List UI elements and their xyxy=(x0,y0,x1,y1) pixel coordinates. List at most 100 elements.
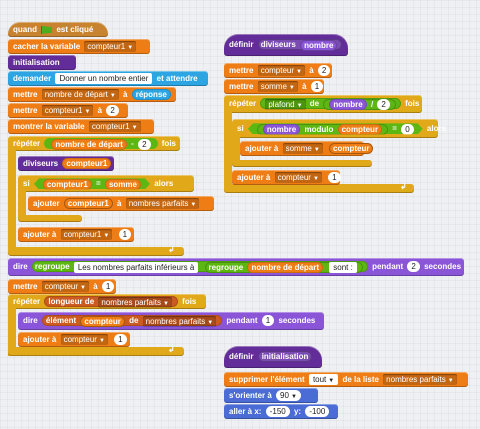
mod-operator[interactable]: nombre modulo compteur xyxy=(257,124,388,135)
start-var-reporter[interactable]: nombre de départ xyxy=(51,138,127,150)
set-sum-block[interactable]: mettre somme▼ à 1 xyxy=(224,79,324,94)
show-variable-block[interactable]: montrer la variable compteur1▼ xyxy=(8,119,154,134)
goto-y-input[interactable]: -100 xyxy=(305,406,330,418)
inc-c1-value-input[interactable]: 1 xyxy=(118,229,132,241)
add-label: ajouter xyxy=(33,199,60,208)
equals-operator[interactable]: compteur1 = somme xyxy=(34,178,150,189)
ceil-operator[interactable]: plafond▼ de nombre / 2 xyxy=(260,98,401,111)
set-cpt2-value[interactable]: 2 xyxy=(317,65,331,77)
set-cpt-value-input[interactable]: 1 xyxy=(101,281,115,293)
repeat-ceil-block[interactable]: répéter plafond▼ de nombre / 2 fois xyxy=(224,95,422,113)
dropdown-arrow-icon: ▼ xyxy=(207,319,214,326)
set-cpt2-dropdown[interactable]: compteur▼ xyxy=(257,65,305,77)
set-cpt2-block[interactable]: mettre compteur▼ à 2 xyxy=(224,63,332,78)
add-sum-block[interactable]: ajouter à somme▼ compteur xyxy=(240,141,374,156)
add-sum-dropdown[interactable]: somme▼ xyxy=(282,143,323,155)
delete-all-block[interactable]: supprimer l'élément tout▼ de la liste no… xyxy=(224,372,468,387)
goto-xy-block[interactable]: aller à x: -150 y: -100 xyxy=(224,404,338,419)
inc-c1-var-dropdown[interactable]: compteur1▼ xyxy=(60,229,113,241)
set-c1-var-dropdown[interactable]: compteur1▼ xyxy=(41,105,94,117)
set-cpt-block[interactable]: mettre compteur▼ à 1 xyxy=(8,279,116,294)
join-text2-input[interactable]: sont : xyxy=(329,262,357,274)
diviseurs-arg-reporter[interactable]: compteur1 xyxy=(62,158,112,170)
repeat2-bottom xyxy=(8,347,184,356)
item-of-list-reporter[interactable]: élément compteur de nombres parfaits▼ xyxy=(41,315,223,327)
cpt-reporter[interactable]: compteur xyxy=(338,124,382,135)
say-secs-input[interactable]: 2 xyxy=(407,261,420,273)
set-cpt-var-dropdown[interactable]: compteur▼ xyxy=(41,281,89,293)
divide-value[interactable]: 2 xyxy=(377,99,390,111)
repeat-length-block[interactable]: répéter longueur de nombres parfaits▼ fo… xyxy=(8,294,206,309)
if-mod-block[interactable]: si nombre modulo compteur = 0 alors xyxy=(232,119,446,138)
c1-reporter[interactable]: compteur1 xyxy=(43,179,92,190)
param-reporter[interactable]: nombre xyxy=(263,124,300,135)
join-outer-reporter[interactable]: regroupe Les nombres parfaits inférieurs… xyxy=(31,261,368,274)
answer-reporter[interactable]: réponse xyxy=(131,89,171,101)
inc-cpt-value-input[interactable]: 1 xyxy=(114,334,127,346)
dropdown-arrow-icon: ▼ xyxy=(131,125,138,132)
cpt-reporter[interactable]: compteur xyxy=(80,315,125,327)
somme-reporter[interactable]: somme xyxy=(105,179,141,190)
item-list-dropdown[interactable]: nombres parfaits▼ xyxy=(142,315,217,327)
math-func-dropdown[interactable]: plafond▼ xyxy=(265,98,306,110)
delete-list-dropdown[interactable]: nombres parfaits▼ xyxy=(383,374,457,386)
say2-secs-input[interactable]: 1 xyxy=(261,315,275,327)
define-diviseurs-hat[interactable]: définir diviseurs nombre xyxy=(224,34,348,56)
minus-sign: - xyxy=(131,139,134,149)
add-to-list-block[interactable]: ajouter compteur1 à nombres parfaits▼ xyxy=(28,196,214,211)
repeat-block[interactable]: répéter nombre de départ - 2 fois xyxy=(8,136,180,151)
equals-operator[interactable]: nombre modulo compteur = 0 xyxy=(248,123,423,134)
set-sum-value[interactable]: 1 xyxy=(310,81,324,93)
inc-c1-block[interactable]: ajouter à compteur1▼ 1 xyxy=(18,227,134,242)
dropdown-arrow-icon: ▼ xyxy=(312,176,319,183)
define-init-hat[interactable]: définir initialisation xyxy=(224,346,322,368)
inc-cpt-var: compteur xyxy=(63,335,97,345)
if-block[interactable]: si compteur1 = somme alors xyxy=(18,175,194,192)
param-reporter[interactable]: nombre xyxy=(300,39,338,51)
set-c1-value-input[interactable]: 2 xyxy=(106,105,119,117)
then-label: alors xyxy=(426,124,447,133)
ask-text-input[interactable]: Donner un nombre entier xyxy=(55,73,153,85)
param-reporter[interactable]: nombre xyxy=(329,99,367,111)
proc-prototype[interactable]: diviseurs nombre xyxy=(257,39,343,51)
say-join-block[interactable]: dire regroupe Les nombres parfaits infér… xyxy=(8,258,464,276)
say-item-block[interactable]: dire élément compteur de nombres parfait… xyxy=(18,312,324,330)
ask-label: demander xyxy=(13,74,52,83)
proc-name[interactable]: initialisation xyxy=(257,351,313,363)
goto-x-input[interactable]: -150 xyxy=(265,406,290,418)
show-var-dropdown[interactable]: compteur1▼ xyxy=(88,121,141,133)
repeat-div-arm xyxy=(224,112,232,190)
c1-reporter[interactable]: compteur1 xyxy=(63,198,113,210)
inc-cpt-block[interactable]: ajouter à compteur▼ 1 xyxy=(18,332,130,347)
divide-operator[interactable]: nombre / 2 xyxy=(323,98,396,111)
set-start-block[interactable]: mettre nombre de départ▼ à réponse xyxy=(8,87,176,102)
init-call-block[interactable]: initialisation xyxy=(8,55,76,70)
list-dropdown[interactable]: nombres parfaits▼ xyxy=(125,198,200,210)
delete-which-dropdown[interactable]: tout▼ xyxy=(308,374,339,386)
inc-cpt2-block[interactable]: ajouter à compteur▼ 1 xyxy=(232,170,341,185)
equals-value[interactable]: 0 xyxy=(401,124,413,135)
join-inner-reporter[interactable]: regroupe nombre de départ sont : xyxy=(204,261,363,274)
inc-cpt2-value[interactable]: 1 xyxy=(328,172,341,184)
length-list-dropdown[interactable]: nombres parfaits▼ xyxy=(98,296,172,308)
set-c1-block[interactable]: mettre compteur1▼ à 2 xyxy=(8,103,128,118)
minus-value-input[interactable]: 2 xyxy=(138,138,151,150)
ask-block[interactable]: demander Donner un nombre entier et atte… xyxy=(8,71,208,86)
point-direction-block[interactable]: s'orienter à 90▼ xyxy=(224,388,318,403)
cpt-reporter[interactable]: compteur xyxy=(329,143,374,155)
when-flag-clicked-hat[interactable]: quand est cliqué xyxy=(8,22,108,37)
y-label: y: xyxy=(293,407,302,416)
set-start-var-dropdown[interactable]: nombre de départ▼ xyxy=(41,89,119,101)
join-text-input[interactable]: Les nombres parfaits inférieurs à xyxy=(73,261,199,273)
inc-cpt-var-dropdown[interactable]: compteur▼ xyxy=(60,334,108,346)
minus-operator[interactable]: nombre de départ - 2 xyxy=(44,138,158,150)
hide-variable-block[interactable]: cacher la variable compteur1▼ xyxy=(8,39,150,54)
call-diviseurs-block[interactable]: diviseurs compteur1 xyxy=(18,156,114,171)
set-sum-dropdown[interactable]: somme▼ xyxy=(257,81,298,93)
orient-value-input[interactable]: 90▼ xyxy=(276,390,301,402)
if-label: si xyxy=(23,179,30,188)
list-length-reporter[interactable]: longueur de nombres parfaits▼ xyxy=(44,296,178,308)
inc-cpt2-dropdown[interactable]: compteur▼ xyxy=(274,172,322,184)
start-var-reporter[interactable]: nombre de départ xyxy=(247,262,324,274)
hide-var-dropdown[interactable]: compteur1▼ xyxy=(84,41,137,53)
